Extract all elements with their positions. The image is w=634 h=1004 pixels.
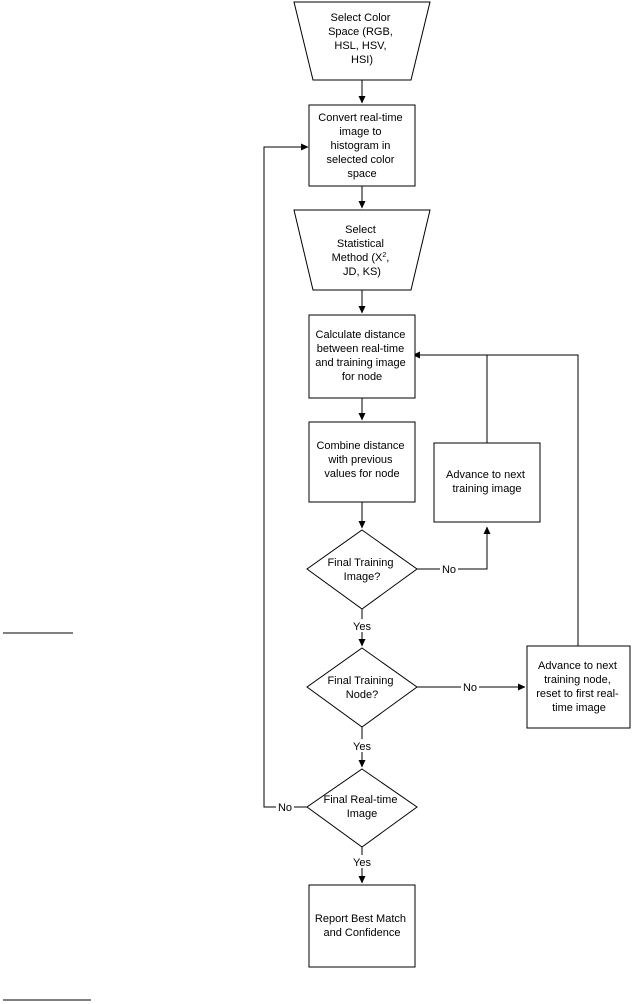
edge-no-to-convert <box>263 143 309 808</box>
svg-text:Yes: Yes <box>353 741 371 753</box>
node-label: Calculate distance between real-time and… <box>315 329 409 383</box>
svg-text:Yes: Yes <box>353 857 371 869</box>
svg-text:Yes: Yes <box>353 621 371 633</box>
node-label: Convert real-time image to histogram in … <box>318 112 405 180</box>
edge-label-no-final-node: No <box>461 680 479 694</box>
process-box <box>308 314 416 399</box>
process-box <box>308 421 416 503</box>
node-final-training-node: Final Training Node? <box>306 647 418 728</box>
edge-advance-node-to-calculate <box>487 354 579 646</box>
node-label: Select Statistical Method (X2, JD, KS) <box>332 224 393 278</box>
svg-text:No: No <box>463 682 477 694</box>
node-label: Advance to next training image <box>446 469 528 495</box>
process-box <box>308 104 416 187</box>
decision-diamond <box>306 768 418 848</box>
node-label: Select Color Space (RGB, HSL, HSV, HSI) <box>328 12 396 66</box>
node-advance-training-image: Advance to next training image <box>433 442 541 523</box>
node-label: Final Real-time Image <box>323 794 400 820</box>
node-combine-distance: Combine distance with previous values fo… <box>308 421 416 503</box>
edge-advance-image-to-calculate <box>412 351 488 443</box>
manual-input-shape <box>293 1 431 81</box>
node-label: Advance to next training node, reset to … <box>536 660 622 714</box>
node-calculate-distance: Calculate distance between real-time and… <box>308 314 416 399</box>
node-advance-training-node: Advance to next training node, reset to … <box>526 645 631 729</box>
decision-diamond <box>306 647 418 728</box>
node-final-realtime-image: Final Real-time Image <box>306 768 418 848</box>
node-report-best-match: Report Best Match and Confidence <box>308 884 416 968</box>
node-convert-histogram: Convert real-time image to histogram in … <box>308 104 416 187</box>
edge-label-no-final-image: No <box>440 562 458 576</box>
node-label: Combine distance with previous values fo… <box>316 440 407 480</box>
node-select-color-space: Select Color Space (RGB, HSL, HSV, HSI) <box>293 1 431 81</box>
edge-label-no-final-realtime: No <box>276 800 294 814</box>
svg-text:No: No <box>278 802 292 814</box>
svg-text:No: No <box>442 564 456 576</box>
node-final-training-image: Final Training Image? <box>306 529 418 610</box>
process-box <box>308 884 416 968</box>
process-box <box>433 442 541 523</box>
edge-label-yes-final-realtime: Yes <box>350 855 374 869</box>
edge-label-yes-final-image: Yes <box>350 619 374 633</box>
decision-diamond <box>306 529 418 610</box>
manual-input-shape <box>293 209 431 291</box>
node-select-statistical-method: Select Statistical Method (X2, JD, KS) <box>293 209 431 291</box>
node-label: Report Best Match and Confidence <box>315 913 409 939</box>
edge-label-yes-final-node: Yes <box>350 739 374 753</box>
node-label: Final Training Node? <box>327 675 396 701</box>
process-box <box>526 645 631 729</box>
node-label: Final Training Image? <box>327 557 396 583</box>
